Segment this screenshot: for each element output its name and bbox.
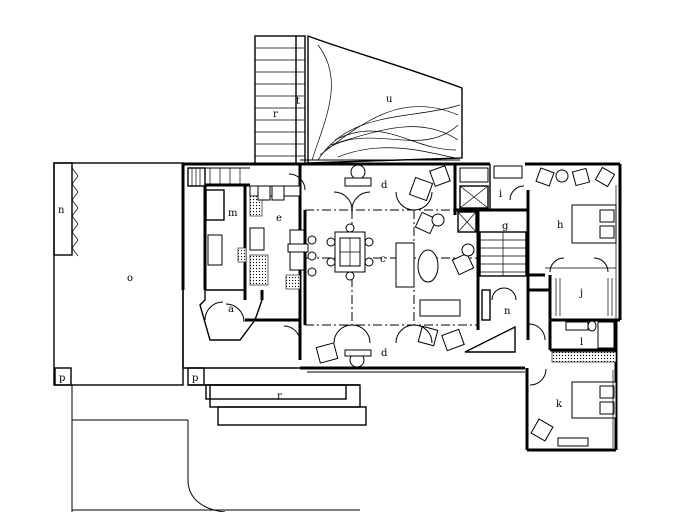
label-c: c — [380, 254, 386, 265]
label-g: g — [502, 221, 509, 232]
label-u: u — [386, 94, 393, 105]
label-m: m — [228, 208, 238, 219]
outer-walls — [181, 159, 622, 452]
bedroom-h — [535, 166, 617, 320]
label-t: t — [296, 96, 300, 107]
bath-i — [459, 165, 525, 209]
label-d-top: d — [381, 180, 388, 191]
bath-l — [551, 320, 617, 363]
label-i: i — [499, 189, 502, 200]
label-p-right: p — [192, 373, 198, 384]
label-h: h — [557, 220, 564, 231]
label-a: a — [228, 304, 234, 315]
label-k: k — [556, 399, 563, 410]
label-d-bottom: d — [381, 348, 388, 359]
entry-a — [199, 290, 263, 341]
kitchen-e — [249, 185, 317, 290]
upper-terrace-d — [288, 164, 451, 211]
lower-terrace-d — [283, 324, 516, 368]
label-l: l — [580, 337, 583, 348]
label-n-garage: n — [58, 205, 65, 216]
room-m — [187, 167, 250, 266]
interior-walls — [203, 164, 616, 360]
label-o: o — [127, 273, 133, 284]
label-r-bottom: r — [277, 391, 282, 402]
label-r-top: r — [273, 109, 278, 120]
lower-steps — [71, 384, 367, 512]
label-n-hall: n — [504, 306, 511, 317]
dining-c — [326, 223, 439, 288]
living-area — [414, 211, 477, 317]
label-e: e — [276, 213, 282, 224]
closet-j — [555, 278, 613, 316]
room-labels: a c d d e g h i j k l m n n o p p r r t … — [58, 94, 583, 410]
stair-g — [479, 231, 546, 341]
label-p-left: p — [59, 373, 65, 384]
bedroom-k — [529, 368, 617, 448]
terrace-canopy — [307, 34, 463, 164]
label-j: j — [579, 288, 583, 299]
